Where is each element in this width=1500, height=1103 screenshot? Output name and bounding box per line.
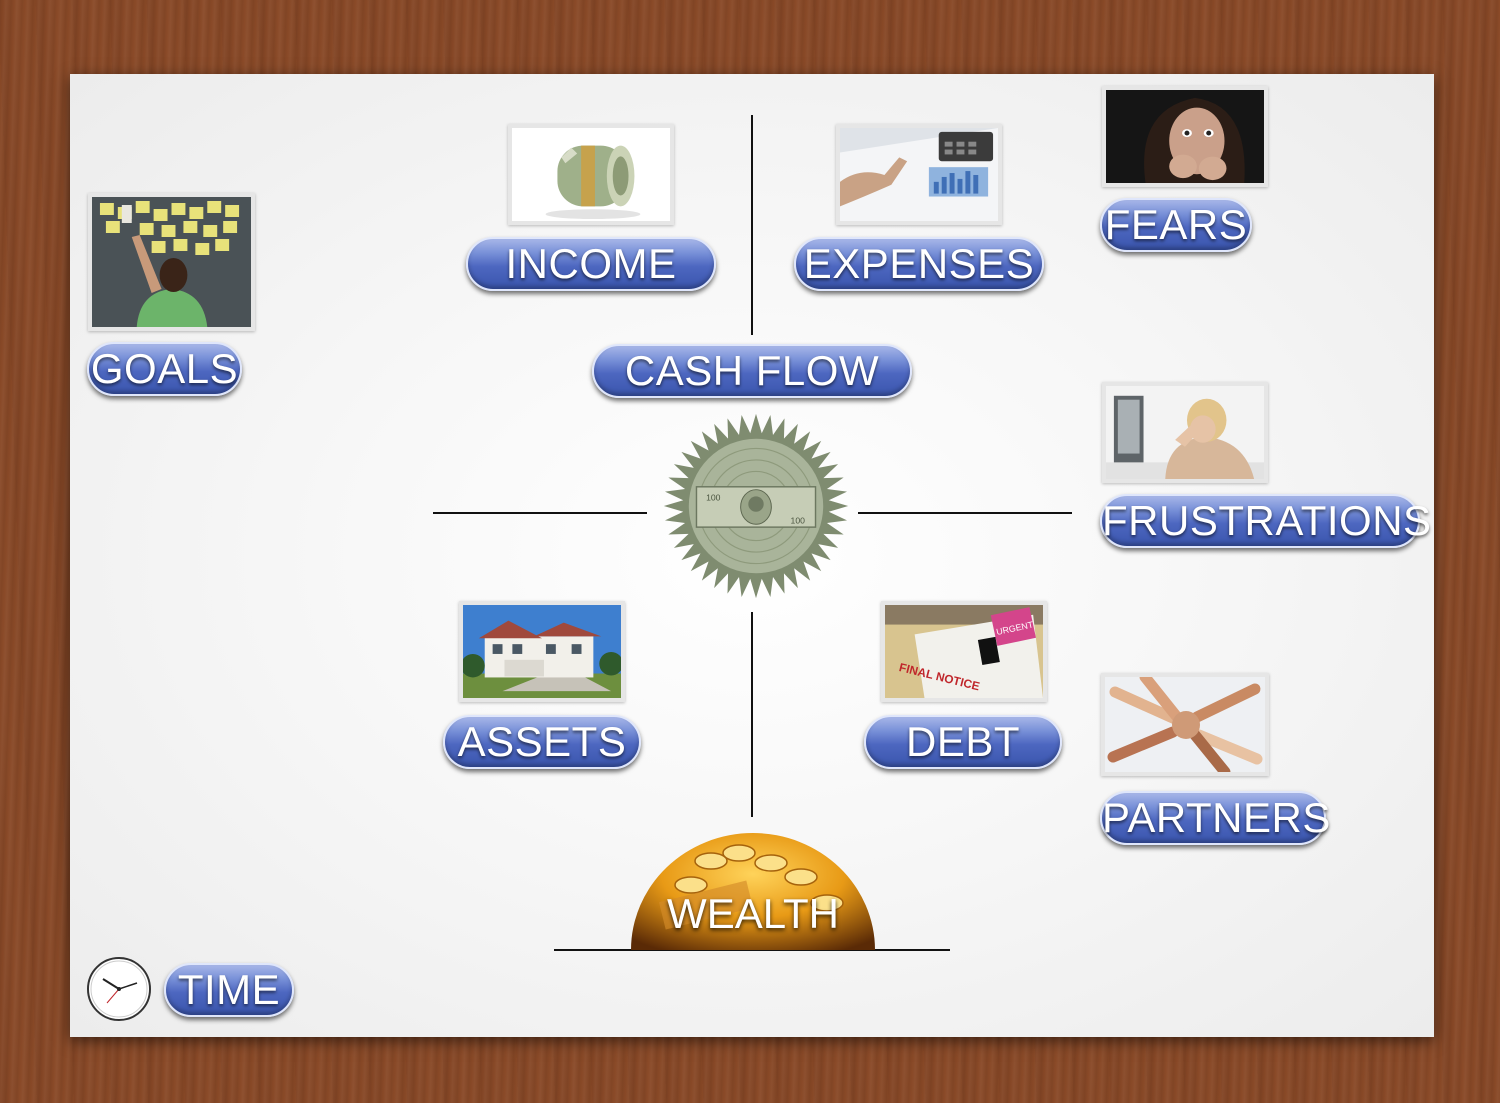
svg-text:100: 100 bbox=[791, 515, 806, 525]
wealth-label: WEALTH bbox=[667, 890, 839, 937]
clock-icon bbox=[87, 957, 151, 1021]
frustrations-button[interactable]: FRUSTRATIONS bbox=[1100, 494, 1431, 548]
house-photo bbox=[459, 601, 625, 702]
time-button[interactable]: TIME bbox=[164, 963, 294, 1017]
goals-button[interactable]: GOALS bbox=[87, 342, 242, 396]
stressed-woman-photo bbox=[1102, 382, 1268, 483]
top-vertical-divider bbox=[751, 115, 753, 335]
income-button[interactable]: INCOME bbox=[466, 237, 716, 291]
cash-flow-button[interactable]: CASH FLOW bbox=[592, 344, 912, 398]
fears-button[interactable]: FEARS bbox=[1100, 198, 1252, 252]
frightened-girl-photo bbox=[1102, 86, 1268, 187]
linked-hands-photo bbox=[1101, 673, 1269, 776]
svg-text:100: 100 bbox=[706, 492, 721, 502]
assets-button[interactable]: ASSETS bbox=[443, 715, 641, 769]
left-horizontal-divider bbox=[433, 512, 647, 514]
wealth-base-line bbox=[554, 949, 950, 951]
expenses-button[interactable]: EXPENSES bbox=[794, 237, 1044, 291]
right-horizontal-divider bbox=[858, 512, 1072, 514]
money-roll-photo bbox=[508, 124, 674, 225]
gold-coins-dome bbox=[631, 833, 875, 950]
partners-button[interactable]: PARTNERS bbox=[1100, 791, 1330, 845]
calculator-photo bbox=[836, 124, 1002, 225]
sticky-notes-photo bbox=[88, 193, 255, 331]
dollar-seal: 100 100 bbox=[663, 413, 849, 599]
bills-photo: URGENT FINAL NOTICE bbox=[881, 601, 1047, 702]
bottom-vertical-divider bbox=[751, 612, 753, 817]
debt-button[interactable]: DEBT bbox=[864, 715, 1062, 769]
